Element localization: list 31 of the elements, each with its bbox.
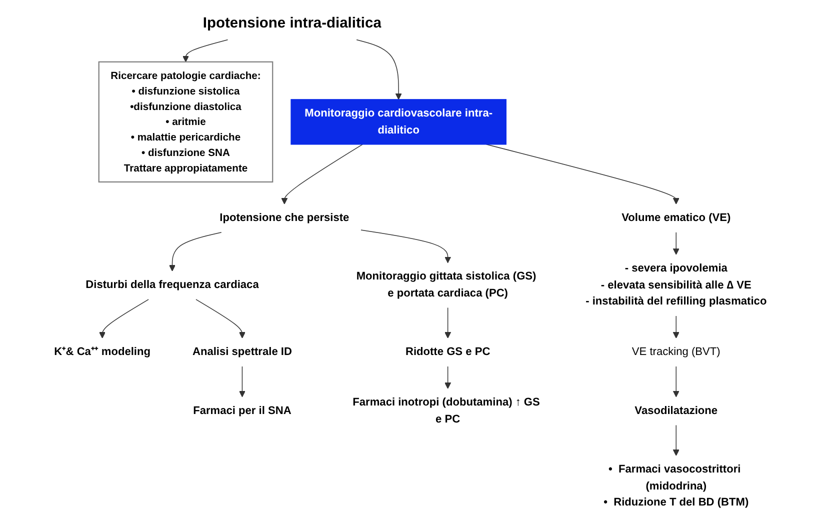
node-label: Volume ematico (VE) (622, 211, 731, 224)
arrow (444, 307, 452, 338)
node-label: Disturbi della frequenza cardiaca (86, 278, 259, 291)
arrow (486, 144, 680, 204)
node-label: Farmaci per il SNA (193, 404, 292, 417)
node-label: Vasodilatazione (634, 404, 718, 417)
arrow (182, 39, 228, 62)
arrow (99, 299, 149, 338)
arrow (356, 39, 402, 100)
process-box: Monitoraggio cardiovascolare intra-dialitico (290, 99, 506, 145)
arrow (444, 366, 452, 389)
arrow (196, 299, 246, 338)
arrow (238, 366, 246, 398)
node-label: VE tracking (BVT) (632, 345, 720, 358)
node-label: Ridotte GS e PC (405, 345, 490, 358)
arrow (360, 230, 452, 264)
note-box: Ricercare patologie cardiache: • disfunzione sistolica •disfunzione diastolica • aritmie • malattie pericardiche • disfunzione SNA Trattare appropiatamente (98, 61, 274, 182)
node-label: Monitoraggio gittata sistolica (GS) e portata cardiaca (PC) (356, 270, 536, 300)
node-label: Ipotensione che persiste (220, 211, 350, 224)
arrow (672, 232, 680, 255)
arrow (169, 232, 222, 272)
arrow (672, 316, 680, 338)
node-label: Ipotensione intra-dialitica (202, 14, 382, 31)
arrow (281, 144, 363, 204)
node-label: • Farmaci vasocostrittori (midodrina) • Riduzione T del BD (BTM) (604, 462, 749, 509)
node-label: Farmaci inotropi (dobutamina) ↑ GS e PC (352, 396, 540, 426)
node-label: - severa ipovolemia - elevata sensibilità alle ∆ VE - instabilità del refilling plasmatico (586, 262, 767, 308)
arrow (672, 424, 680, 456)
arrow (672, 366, 680, 398)
node-label: Analisi spettrale ID (192, 345, 292, 358)
node-label: K⁺& Ca⁺⁺ modeling (54, 345, 150, 358)
